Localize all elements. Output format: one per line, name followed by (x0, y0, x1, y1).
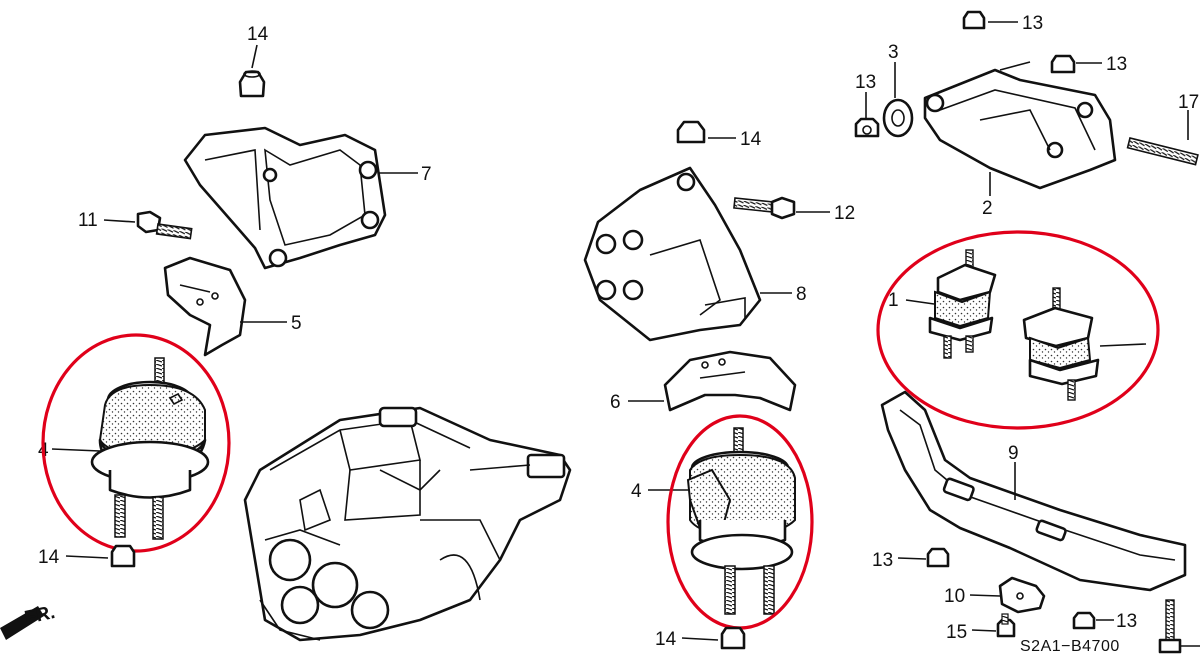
highlight-circle-rubber-mounts (876, 230, 1160, 430)
upper-bracket-7 (183, 126, 418, 270)
nut-13-crossmember (897, 547, 950, 568)
callout-1: 1 (888, 290, 899, 311)
callout-13-top: 13 (1022, 13, 1043, 34)
mount-bracket-8 (583, 166, 792, 342)
front-marker-label: FR. (23, 602, 57, 629)
nut-14-top-left (238, 44, 266, 98)
engine-assembly (243, 406, 572, 642)
front-direction-marker (0, 606, 44, 640)
callout-13-crossmember: 13 (872, 550, 893, 571)
nut-13-lower-right (1072, 611, 1114, 630)
clip-10 (969, 576, 1046, 614)
bushing-3 (882, 62, 914, 138)
stopper-plate-6 (628, 350, 797, 412)
rubber-mount-1-right (1022, 287, 1147, 401)
callout-12: 12 (834, 203, 855, 224)
callout-10: 10 (944, 586, 965, 607)
callout-15: 15 (946, 622, 967, 643)
callout-9: 9 (1008, 443, 1019, 464)
callout-13-left: 13 (855, 72, 876, 93)
callout-13-upper-right: 13 (1106, 54, 1127, 75)
transmission-bracket-2 (923, 61, 1117, 196)
callout-14-center-top: 14 (740, 129, 762, 150)
diagram-code: S2A1−B4700 (1020, 638, 1120, 655)
callout-14-center-bottom: 14 (655, 629, 677, 650)
stopper-plate-5 (163, 256, 287, 357)
hydraulic-mount-4-left (51, 357, 210, 540)
bolt-12 (733, 196, 830, 220)
callout-14-top-left: 14 (247, 24, 269, 45)
callout-7: 7 (421, 164, 432, 185)
bolt-11 (103, 210, 193, 240)
nut-14-center-top (676, 120, 736, 144)
callout-14-bottom-left: 14 (38, 547, 60, 568)
callout-8: 8 (796, 284, 807, 305)
callout-17: 17 (1178, 92, 1199, 113)
nut-13-upper-right (1050, 54, 1102, 74)
nut-14-center-bottom (681, 626, 746, 650)
callout-6: 6 (610, 392, 621, 413)
rubber-mount-1-left (905, 249, 997, 359)
callout-2: 2 (982, 198, 993, 219)
callout-11: 11 (78, 210, 98, 231)
crossmember-9 (880, 390, 1187, 592)
callout-4-center: 4 (631, 481, 642, 502)
callout-13-lower-right: 13 (1116, 611, 1137, 632)
bolt-right-edge (1158, 599, 1200, 654)
callout-3: 3 (888, 42, 899, 63)
hydraulic-mount-4-center (648, 427, 796, 615)
callout-5: 5 (291, 313, 302, 334)
highlight-circle-left-mount (41, 333, 231, 553)
bolt-17 (1126, 110, 1199, 166)
bolt-15 (971, 613, 1016, 638)
nut-13-left (854, 92, 880, 138)
nut-14-bottom-left (65, 544, 136, 568)
nut-13-top (962, 10, 1018, 30)
